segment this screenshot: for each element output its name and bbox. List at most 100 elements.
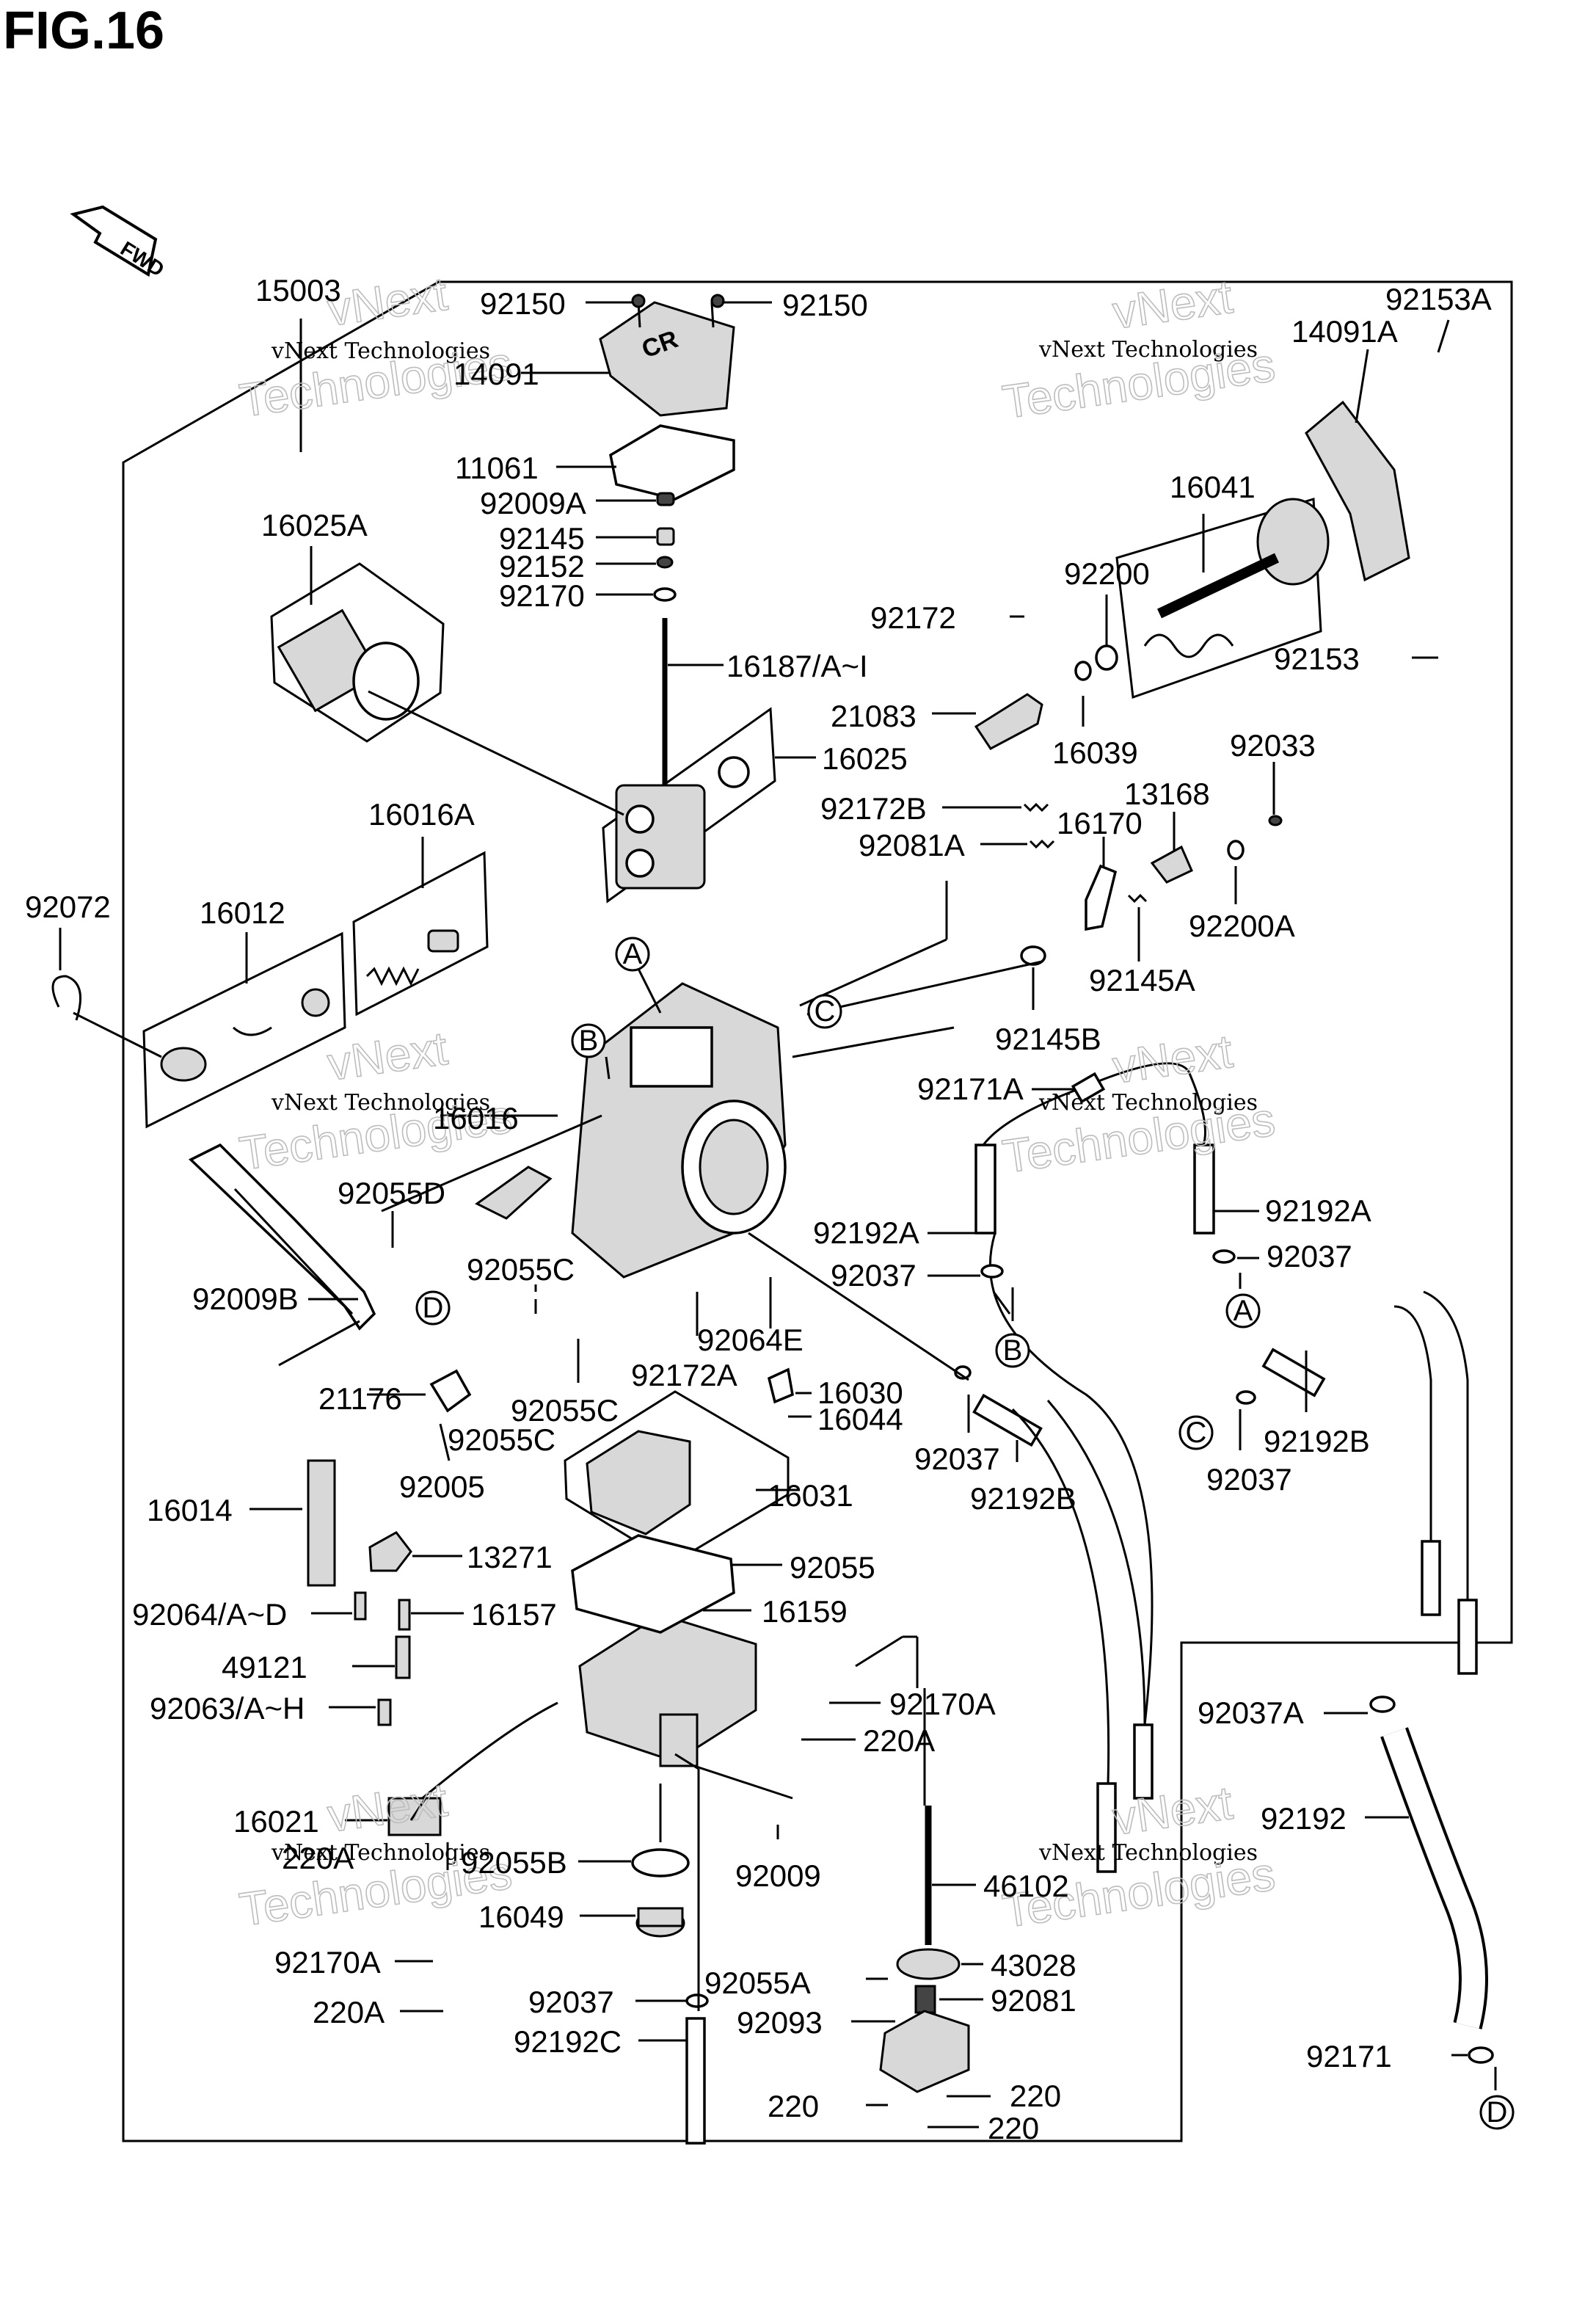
svg-text:B: B [579, 1025, 599, 1057]
group-box-16012 [142, 931, 346, 1129]
clamp-92037-b [1212, 1249, 1236, 1264]
part-92009A [656, 492, 675, 506]
label-92005: 92005 [399, 1469, 485, 1504]
top-cover-14091: CR [599, 301, 735, 417]
label-16049: 16049 [478, 1900, 564, 1934]
label-16025A: 16025A [261, 508, 368, 542]
float-bowl [578, 1613, 757, 1767]
label-92150-right: 92150 [782, 288, 868, 322]
clamp-92037A [1369, 1695, 1396, 1713]
label-92172B: 92172B [820, 791, 927, 826]
clamp-92037-a [980, 1264, 1004, 1279]
group-box-16041 [1115, 498, 1322, 699]
figure-title: FIG.16 [3, 1, 164, 60]
label-16170: 16170 [1057, 806, 1143, 840]
label-220-a: 220 [768, 2089, 819, 2123]
pump-cover [879, 2010, 970, 2093]
cover-14091A [1305, 400, 1410, 582]
label-92192A-right: 92192A [1265, 1193, 1371, 1228]
label-92192B-right: 92192B [1264, 1424, 1370, 1458]
leader-lines [59, 301, 1497, 2129]
throttle-shaft-16041 [1143, 498, 1330, 658]
callout-B-top: B [571, 1023, 606, 1058]
label-16016: 16016 [433, 1101, 519, 1135]
part-92152 [656, 556, 674, 569]
label-220A-3: 220A [313, 1995, 385, 2029]
label-14091: 14091 [453, 357, 539, 391]
label-92145: 92145 [499, 521, 585, 556]
label-92055C-1: 92055C [467, 1252, 575, 1287]
hose-92192C [685, 2017, 706, 2145]
svg-text:vNext Technologies: vNext Technologies [271, 1840, 490, 1866]
svg-text:vNext: vNext [324, 267, 451, 336]
valve-16030 [767, 1367, 794, 1404]
label-92192A-left: 92192A [813, 1215, 919, 1250]
spring-92081A [1029, 839, 1055, 849]
label-16041: 16041 [1170, 470, 1256, 504]
callout-A-right: A [1225, 1293, 1261, 1328]
jet-16157 [398, 1599, 411, 1631]
fitting-92005 [429, 1369, 472, 1413]
lever-16170 [1085, 864, 1118, 931]
label-92152: 92152 [499, 549, 585, 584]
carburetor-body [571, 982, 787, 1279]
hose-92192A-left [974, 1144, 996, 1235]
gasket-92055 [571, 1534, 735, 1634]
label-92081: 92081 [991, 1983, 1076, 2018]
hose-92192B-left [972, 1393, 1043, 1447]
svg-text:vNext Technologies: vNext Technologies [271, 1090, 490, 1116]
label-92170A-2: 92170A [274, 1945, 381, 1980]
label-43028: 43028 [991, 1948, 1076, 1982]
label-11061: 11061 [455, 451, 539, 485]
group-box-16025A [270, 562, 445, 743]
washer-16039 [1074, 661, 1092, 681]
label-220-c: 220 [988, 2111, 1039, 2145]
diaphragm-43028 [896, 1948, 961, 1980]
svg-text:vNext: vNext [1109, 270, 1236, 339]
label-16044: 16044 [817, 1402, 903, 1436]
svg-text:C: C [815, 995, 836, 1028]
float-16031 [586, 1430, 691, 1535]
hose-tail-3 [1421, 1540, 1441, 1616]
svg-text:D: D [423, 1292, 444, 1324]
svg-text:vNext: vNext [1109, 1025, 1236, 1094]
label-92009: 92009 [735, 1858, 821, 1893]
label-92009B: 92009B [192, 1282, 299, 1316]
washer-92200 [1095, 644, 1118, 671]
label-16021: 16021 [233, 1804, 319, 1839]
label-15003: 15003 [255, 273, 341, 308]
label-92093: 92093 [737, 2005, 823, 2040]
washer-92200A [1227, 840, 1245, 860]
label-21176: 21176 [318, 1381, 402, 1416]
clamp-92037-d [954, 1365, 972, 1380]
svg-text:vNext: vNext [1109, 1776, 1236, 1845]
spring-92172B [1023, 802, 1049, 813]
oring-16025A [352, 641, 420, 721]
hose-tail-2 [1133, 1723, 1154, 1800]
label-16012: 16012 [200, 895, 285, 930]
label-92055: 92055 [790, 1550, 875, 1585]
callout-C-top: C [807, 994, 842, 1029]
label-92037-right-upper: 92037 [1267, 1239, 1352, 1273]
throttle-valve-16025 [615, 756, 750, 890]
label-92055B: 92055B [461, 1845, 567, 1880]
svg-text:C: C [1186, 1417, 1207, 1449]
label-92037-right-lower: 92037 [1206, 1462, 1292, 1497]
label-92153A: 92153A [1385, 282, 1492, 316]
label-92037-left-upper: 92037 [831, 1258, 917, 1293]
label-92172: 92172 [870, 600, 956, 635]
label-92170: 92170 [499, 578, 585, 613]
label-16157: 16157 [471, 1597, 557, 1632]
label-92055C-3: 92055C [448, 1422, 555, 1457]
svg-text:vNext Technologies: vNext Technologies [1038, 1840, 1258, 1866]
label-92145B: 92145B [995, 1022, 1101, 1056]
callout-A-top: A [615, 937, 650, 972]
jet-49121 [395, 1635, 411, 1679]
clip-92033 [1268, 815, 1283, 826]
spring-92081 [914, 1985, 936, 2014]
label-16016A: 16016A [368, 797, 475, 832]
label-92192B-left: 92192B [970, 1481, 1076, 1516]
screw-92064 [354, 1591, 367, 1621]
label-92064E: 92064E [697, 1323, 804, 1357]
group-box-16031 [564, 1390, 790, 1565]
